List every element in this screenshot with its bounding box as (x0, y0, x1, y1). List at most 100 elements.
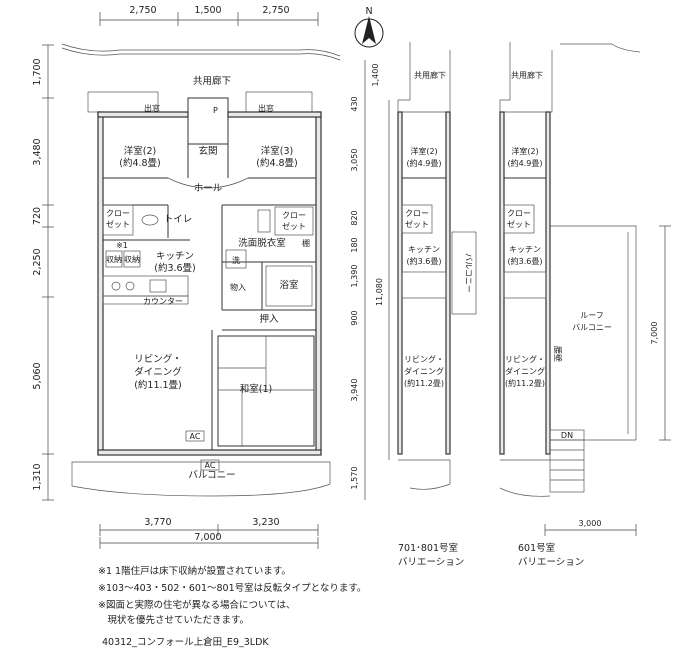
v601-dim-h: 3,000 (579, 519, 602, 528)
footer-code: 40312_コンフォール上倉田_E9_3LDK (102, 636, 269, 648)
v601-roof-line-2: バルコニー (572, 323, 612, 332)
dim-mid-5: 180 (350, 237, 359, 252)
dim-mid-2: 430 (350, 96, 359, 111)
corridor-label: 共用廊下 (193, 75, 231, 87)
bay-window-label-2: 出窓 (258, 103, 274, 113)
v601-western-area: (約4.9畳) (508, 158, 543, 168)
v701-western: 洋室(2) (410, 146, 437, 156)
closet-1-line-1: クロー (106, 209, 130, 218)
v701-kitchen-area: (約3.6畳) (407, 256, 442, 266)
room-entrance: 玄関 (198, 145, 217, 157)
bay-window-label-1: 出窓 (144, 103, 160, 113)
dim-bottom-2: 3,230 (252, 517, 279, 528)
v601-dim-v: 7,000 (650, 322, 659, 345)
room-bath: 浴室 (279, 279, 298, 291)
room-toilet: トイレ (164, 214, 193, 225)
room-hall: ホール (194, 183, 223, 194)
dim-bottom-total: 7,000 (194, 532, 221, 543)
middle-dimensions: 1,400 430 3,050 820 180 1,390 900 3,940 … (350, 60, 390, 500)
v701-kitchen: キッチン (408, 245, 440, 254)
notes: ※1 1階住戸は床下収納が設置されています。 ※103～403・502・601～… (98, 565, 366, 648)
dim-mid-4: 820 (350, 210, 359, 225)
dim-left-4: 2,250 (32, 248, 43, 275)
dim-left-6: 1,310 (32, 463, 43, 490)
storage-label-1: 収納 (106, 254, 122, 264)
top-dimensions: 2,750 1,500 2,750 (99, 5, 319, 26)
note-2: ※103～403・502・601～801号室は反転タイプとなります。 (98, 582, 366, 594)
washer-label: 洗 (232, 255, 240, 265)
entrance-door-label: P (213, 106, 218, 115)
room-western-3-area: (約4.8畳) (256, 157, 298, 169)
dim-mid-9: 1,570 (350, 467, 359, 490)
balcony-label: バルコニー (188, 470, 235, 481)
note-4: 現状を優先させていただきます。 (98, 614, 249, 626)
dim-mid-8: 3,940 (350, 379, 359, 402)
dim-top-1: 2,750 (129, 5, 156, 16)
note-3: ※図面と実際の住宅が異なる場合については、 (98, 599, 296, 611)
dim-top-3: 2,750 (262, 5, 289, 16)
dim-left-1: 1,700 (32, 58, 43, 85)
dim-mid-7: 900 (350, 310, 359, 325)
v601-western: 洋室(2) (511, 146, 538, 156)
dim-left-5: 5,060 (32, 362, 43, 389)
room-western-2: 洋室(2) (124, 145, 156, 157)
v701-balcony: バルコニー (464, 253, 473, 293)
variant-701-plan: 共用廊下 洋室(2) (約4.9畳) クロー ゼット キッチン (約3.6畳) … (397, 42, 477, 568)
ac-label-1: AC (190, 432, 201, 441)
room-living-line-2: ダイニング (134, 366, 182, 378)
closet-2-line-2: ゼット (282, 221, 306, 231)
room-western-2-area: (約4.8畳) (119, 157, 161, 169)
room-washroom: 洗面脱衣室 (238, 237, 286, 249)
bottom-dimensions: 3,770 3,230 7,000 (99, 517, 319, 549)
v601-closet-line-1: クロー (507, 209, 531, 218)
v601-corridor: 共用廊下 (511, 70, 543, 80)
v601-living-line-1: リビング・ (505, 354, 545, 364)
dim-mid-6: 1,390 (350, 265, 359, 288)
room-western-3: 洋室(3) (261, 145, 293, 157)
v601-roof-line-1: ルーフ (580, 311, 604, 320)
closet-in-label: 物入 (230, 282, 246, 292)
v601-caption-2: バリエーション (518, 557, 584, 568)
shelf-label: 棚 (302, 238, 310, 248)
dim-bottom-1: 3,770 (144, 517, 171, 528)
v701-living-line-1: リビング・ (404, 354, 444, 364)
room-living-area: (約11.1畳) (134, 379, 182, 391)
dim-mid-1: 1,400 (371, 64, 380, 87)
main-plan: 共用廊下 出窓 出窓 P 洋室(2) (61, 43, 341, 497)
v601-closet-line-2: ゼット (507, 219, 531, 229)
v701-western-area: (約4.9畳) (407, 158, 442, 168)
variant-601-plan: 共用廊下 洋室(2) (約4.9畳) クロー ゼット キッチン (約3.6畳) … (499, 42, 671, 568)
oshiire-label: 押入 (259, 313, 279, 325)
north-compass-icon: N (354, 6, 384, 48)
v601-living-line-2: ダイニング (505, 366, 545, 376)
left-dimensions: 1,700 3,480 720 2,250 5,060 1,310 (32, 44, 54, 501)
dim-mid-total: 11,080 (375, 278, 384, 306)
note-1: ※1 1階住戸は床下収納が設置されています。 (98, 565, 291, 577)
compass-label: N (365, 6, 372, 17)
v701-closet-line-2: ゼット (405, 219, 429, 229)
v701-living-area: (約11.2畳) (404, 378, 444, 388)
v601-living-area: (約11.2畳) (505, 378, 545, 388)
room-kitchen-area: (約3.6畳) (154, 262, 196, 274)
v601-caption-1: 601号室 (518, 542, 555, 554)
closet-1-line-2: ゼット (106, 219, 130, 229)
v601-kitchen-area: (約3.6畳) (508, 256, 543, 266)
v701-corridor: 共用廊下 (414, 70, 446, 80)
dim-left-3: 720 (32, 207, 43, 225)
dim-left-2: 3,480 (32, 138, 43, 165)
v601-waist-wall: 腰壁 (553, 346, 563, 362)
room-kitchen: キッチン (156, 251, 194, 262)
v601-kitchen: キッチン (509, 245, 541, 254)
v701-caption-1: 701･801号室 (398, 542, 458, 554)
tatami-room (217, 335, 315, 447)
storage-label-2: 収納 (124, 254, 140, 264)
room-living-line-1: リビング・ (134, 353, 182, 365)
counter-label: カウンター (143, 297, 183, 306)
dim-mid-3: 3,050 (350, 149, 359, 172)
v701-caption-2: バリエーション (398, 557, 464, 568)
dim-top-2: 1,500 (194, 5, 221, 16)
v701-closet-line-1: クロー (405, 209, 429, 218)
v601-dn-label: DN (561, 431, 573, 440)
ac-label-2: AC (205, 461, 216, 470)
